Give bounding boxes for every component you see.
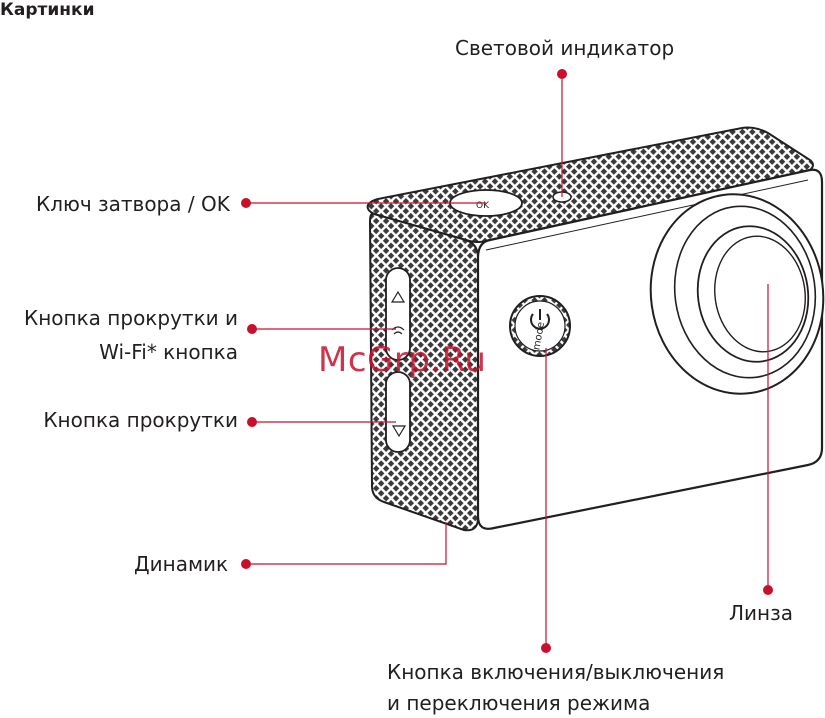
scroll-button bbox=[386, 372, 410, 452]
label-shutter: Ключ затвора / OK bbox=[36, 192, 230, 216]
label-scroll-wifi-line2: Wi-Fi* кнопка bbox=[99, 340, 238, 364]
label-scroll-wifi-line1: Кнопка прокрутки и bbox=[24, 306, 238, 330]
callout-lens-dot bbox=[763, 585, 773, 595]
callout-scroll-wifi-dot bbox=[247, 324, 257, 334]
watermark: McGrp.Ru bbox=[318, 340, 486, 380]
label-scroll: Кнопка прокрутки bbox=[43, 408, 238, 432]
callout-shutter-dot bbox=[241, 198, 251, 208]
label-indicator: Световой индикатор bbox=[455, 36, 674, 60]
label-power-line1: Кнопка включения/выключения bbox=[387, 660, 724, 684]
callout-indicator-dot bbox=[557, 69, 567, 79]
label-speaker: Динамик bbox=[134, 552, 228, 576]
callout-speaker-dot bbox=[241, 559, 251, 569]
label-power-line2: и переключения режима bbox=[387, 691, 650, 715]
callout-speaker-line bbox=[246, 522, 446, 564]
label-lens: Линза bbox=[729, 601, 793, 625]
callout-power-dot bbox=[541, 643, 551, 653]
callout-scroll-dot bbox=[247, 417, 257, 427]
